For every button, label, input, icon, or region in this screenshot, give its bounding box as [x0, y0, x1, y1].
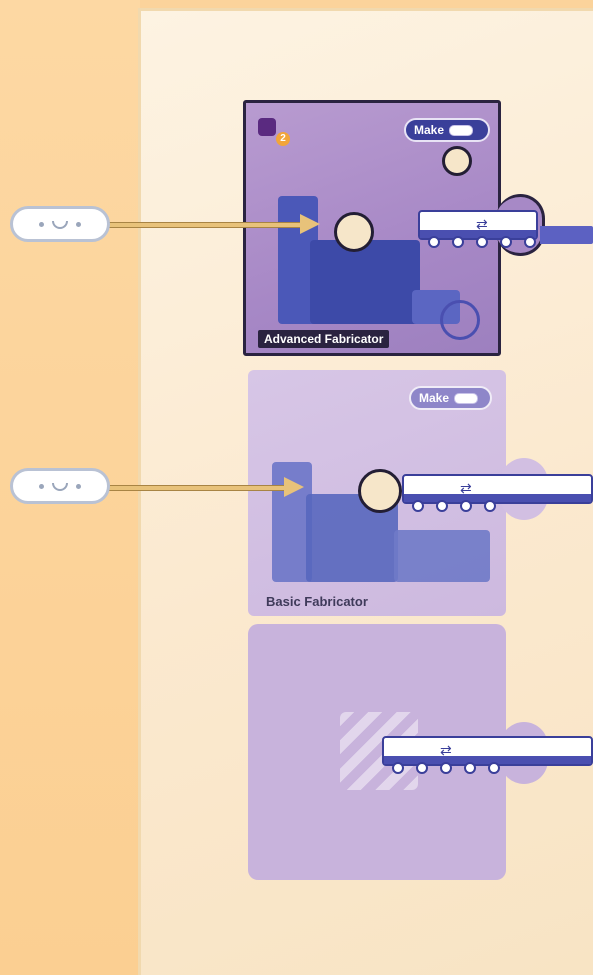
card-slot-hole[interactable] [442, 146, 472, 176]
wheel [488, 762, 500, 774]
eye [39, 484, 44, 489]
pill-icon [449, 125, 473, 136]
card-title-advanced: Advanced Fabricator [258, 330, 389, 348]
conveyor-wheels [412, 500, 496, 512]
smile [52, 221, 68, 229]
wheel [460, 500, 472, 512]
wheel [484, 500, 496, 512]
wheel [476, 236, 488, 248]
machine-icon [310, 240, 420, 324]
conveyor-wheels [392, 762, 500, 774]
recycle-icon [440, 300, 480, 340]
smile [52, 483, 68, 491]
smile-token-icon[interactable] [10, 468, 110, 504]
make-button-basic[interactable]: Make [409, 386, 492, 410]
card-title-basic: Basic Fabricator [266, 594, 368, 609]
conveyor-output [540, 226, 593, 244]
wheel [524, 236, 536, 248]
conveyor-icon: ⇄ [382, 736, 593, 766]
wheel [436, 500, 448, 512]
wheel [440, 762, 452, 774]
wheel [500, 236, 512, 248]
machine-icon [394, 530, 490, 582]
eye [76, 484, 81, 489]
arrow-right-icon: ⇄ [476, 217, 488, 231]
make-label: Make [419, 391, 449, 405]
wheel [416, 762, 428, 774]
smile-token-icon[interactable] [10, 206, 110, 242]
conveyor-icon: ⇄ [418, 210, 538, 240]
card-slot-hole[interactable] [358, 469, 402, 513]
eye [39, 222, 44, 227]
arrow-right-icon: ⇄ [440, 743, 452, 757]
make-label: Make [414, 123, 444, 137]
arrow-head-icon [300, 214, 320, 234]
eye [76, 222, 81, 227]
card-slot-hole[interactable] [334, 212, 374, 252]
wheel [392, 762, 404, 774]
arrow-right-icon: ⇄ [460, 481, 472, 495]
conveyor-wheels [428, 236, 536, 248]
pill-icon [454, 393, 478, 404]
wheel [464, 762, 476, 774]
wheel [452, 236, 464, 248]
arrow-head-icon [284, 477, 304, 497]
gear-icon [258, 118, 276, 136]
wheel [428, 236, 440, 248]
placement-arrow [108, 222, 302, 228]
make-button-advanced[interactable]: Make [404, 118, 490, 142]
badge-icon: 2 [276, 132, 290, 146]
wheel [412, 500, 424, 512]
placement-arrow [108, 485, 288, 491]
conveyor-icon: ⇄ [402, 474, 593, 504]
